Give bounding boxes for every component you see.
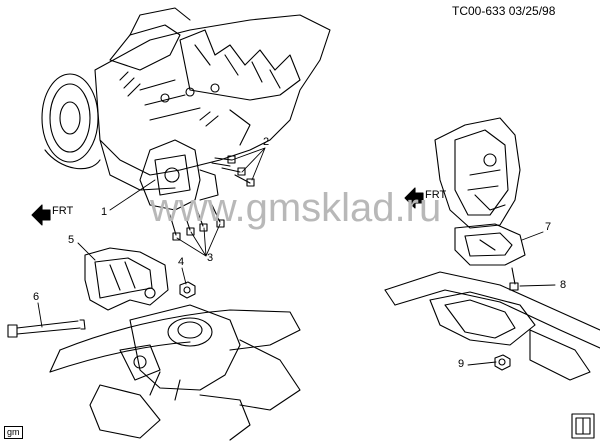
callout-7: 7 [545,221,552,233]
callout-8: 8 [560,279,567,291]
front-label-right: FRT [425,189,447,201]
gm-logo: gm [4,426,23,439]
mount-bolts-lower [169,204,225,241]
frame-right [384,271,600,381]
mount-bolt-right [509,267,519,291]
engine-block [41,7,331,191]
front-arrow-icon [31,204,51,226]
engine-mount-left [139,139,219,211]
watermark: www.gmsklad.ru [150,186,442,230]
frame-left [49,304,301,441]
callout-4: 4 [178,256,185,268]
front-arrow-icon [404,187,424,209]
callout-6: 6 [33,291,40,303]
callout-3: 3 [207,252,214,264]
transmission-housing [434,117,521,229]
book-icon [571,413,595,439]
callout-9: 9 [458,358,465,370]
mount-nut [179,281,196,299]
leader-lines [37,147,556,366]
callout-5: 5 [68,234,75,246]
callout-2: 2 [263,136,270,148]
illustration-code: TC00-633 03/25/98 [452,4,556,18]
front-label-left: FRT [52,205,74,217]
frame-nut [494,354,511,371]
mount-bolts-upper [211,155,255,187]
transmission-mount [454,223,526,266]
callout-1: 1 [101,206,108,218]
mount-bracket [84,247,169,311]
through-bolt [7,319,86,338]
